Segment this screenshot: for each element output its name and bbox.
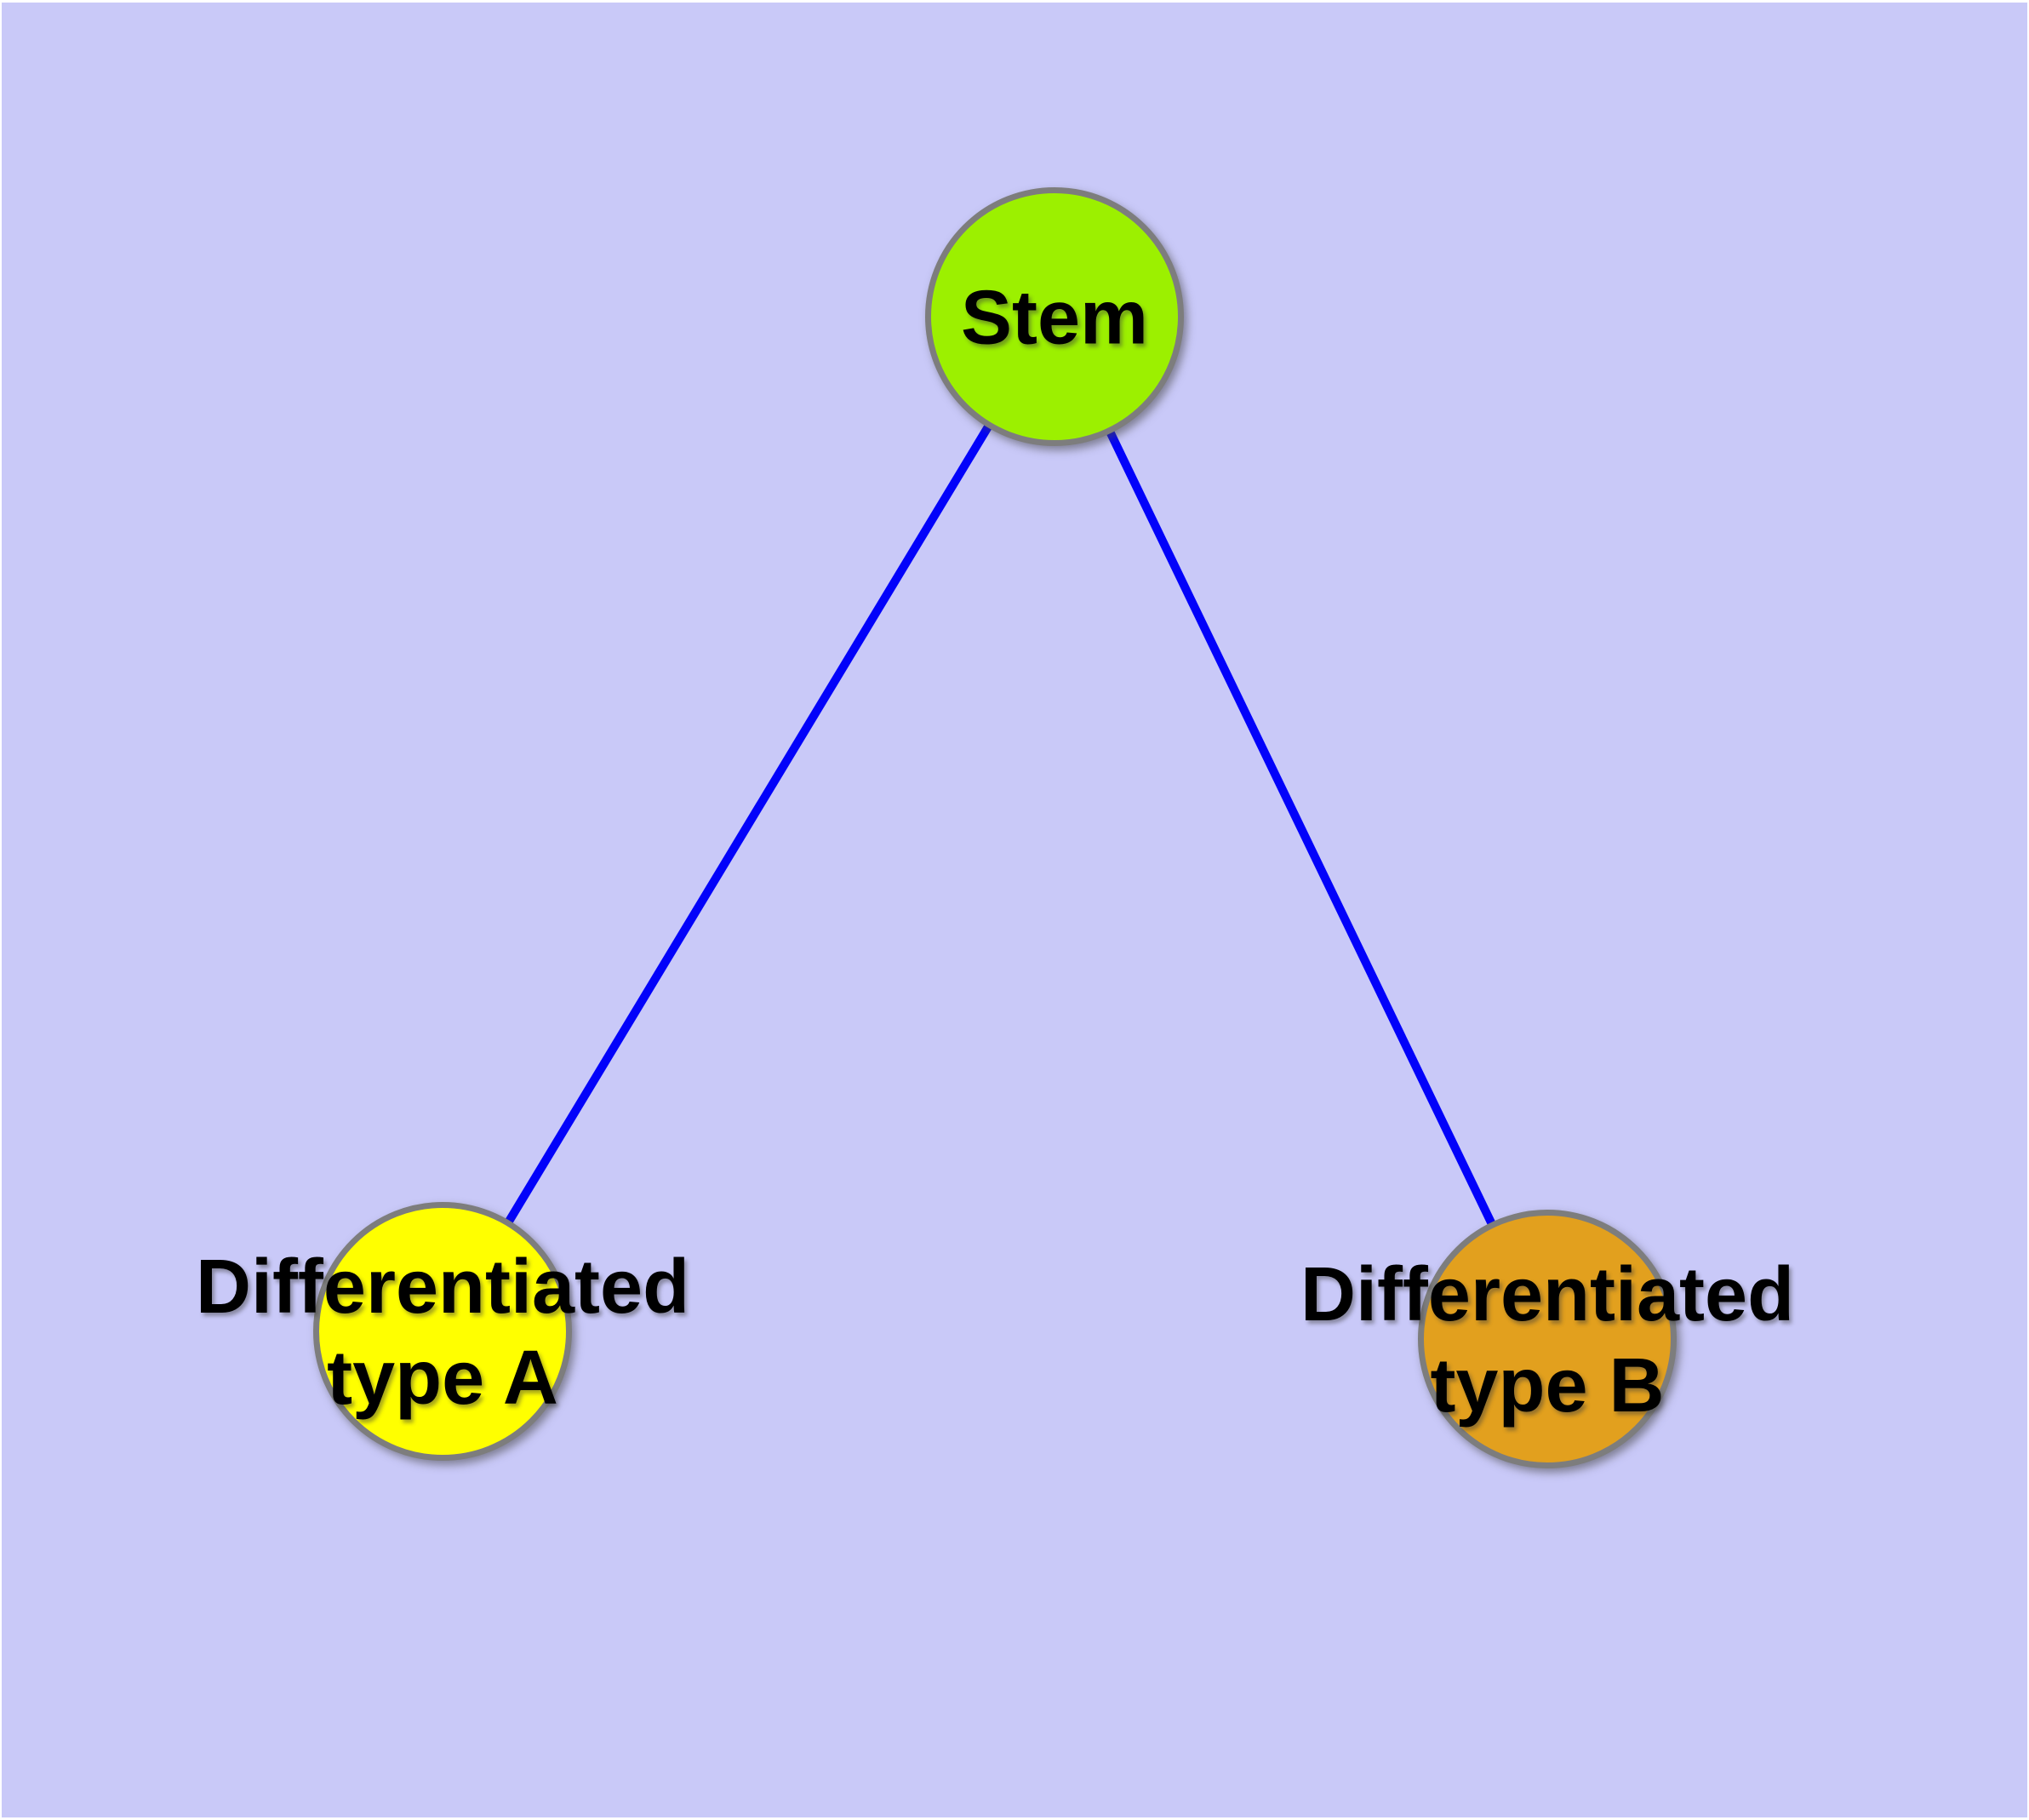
node-differentiated-type-b [1418, 1210, 1677, 1468]
node-differentiated-type-a [313, 1202, 572, 1461]
edge-stem-to-type-b [1050, 314, 1552, 1342]
node-stem [925, 187, 1184, 446]
edge-stem-to-type-a [438, 314, 1059, 1334]
